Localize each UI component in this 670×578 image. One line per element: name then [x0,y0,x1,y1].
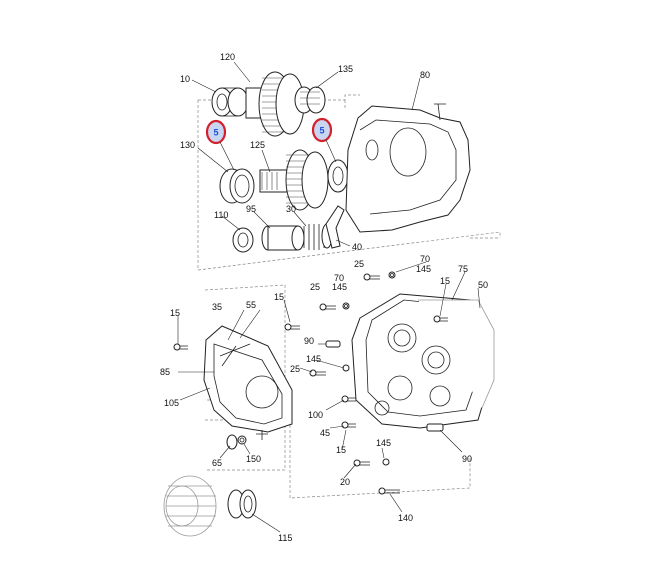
label-145a: 145 [416,264,431,274]
label-145c: 145 [306,354,321,364]
bolt-145a [388,271,396,279]
label-20: 20 [340,477,350,487]
bolt-145d [382,458,390,466]
upper-group-frame [197,94,501,271]
bearing-right [327,159,349,193]
label-90a: 90 [304,336,314,346]
gasket-75 [418,299,495,409]
label-75: 75 [458,264,468,274]
washer-110 [232,227,254,253]
label-25b: 25 [310,282,320,292]
bolt-15c [173,343,188,351]
label-65: 65 [212,458,222,468]
lever-40 [325,205,345,249]
label-45: 45 [320,428,330,438]
callout-5-right-label: 5 [319,126,324,136]
label-140: 140 [398,513,413,523]
label-150: 150 [246,454,261,464]
gear-ghost [163,475,217,537]
gear-120 [245,71,305,137]
label-100: 100 [308,410,323,420]
label-85: 85 [160,367,170,377]
nut-150 [237,435,247,445]
bolt-15d [353,459,370,467]
label-10: 10 [180,74,190,84]
label-130: 130 [180,140,195,150]
label-15b: 15 [274,292,284,302]
label-55: 55 [246,300,256,310]
bolt-25b [319,303,336,311]
label-15c: 15 [170,308,180,318]
label-95: 95 [246,204,256,214]
label-30: 30 [286,204,296,214]
bolt-100 [341,395,356,403]
label-50: 50 [478,280,488,290]
label-40: 40 [352,242,362,252]
label-70a: 70 [420,254,430,264]
label-135: 135 [338,64,353,74]
label-120: 120 [220,52,235,62]
stud-140 [378,487,400,495]
label-90b: 90 [462,454,472,464]
label-25a: 25 [354,259,364,269]
pin-90b [426,423,444,432]
label-145d: 145 [376,438,391,448]
bearing-135 [294,86,326,114]
leader-lines [177,61,481,533]
label-15d: 15 [336,445,346,455]
bolt-45 [341,421,356,429]
label-105: 105 [164,398,179,408]
bushing-95 [261,225,305,251]
callout-5-left[interactable]: 5 [205,119,227,145]
bolt-15b [433,315,448,323]
label-80: 80 [420,70,430,80]
bolt-25c [309,369,326,377]
seal-115 [227,489,257,519]
housing-80 [345,103,471,233]
label-35: 35 [212,302,222,312]
gear-125 [259,149,329,211]
lower-right-frame [289,420,471,499]
label-25c: 25 [290,364,300,374]
cover-55 [203,325,293,440]
pin-90a [325,340,341,348]
label-145b: 145 [332,282,347,292]
bearing-10 [211,87,249,117]
bolt-25a [363,273,380,281]
callout-5-left-label: 5 [213,128,218,138]
bolt-145b [342,302,350,310]
bolt-15a [284,323,300,331]
label-110: 110 [214,210,228,220]
upper-group-frame-right [344,100,500,239]
label-15a: 15 [440,276,450,286]
callout-5-right[interactable]: 5 [311,117,333,143]
label-115: 115 [278,533,292,543]
label-125: 125 [250,140,265,150]
ring-130 [219,168,255,204]
washer-65 [226,434,238,450]
label-70b: 70 [334,273,344,283]
